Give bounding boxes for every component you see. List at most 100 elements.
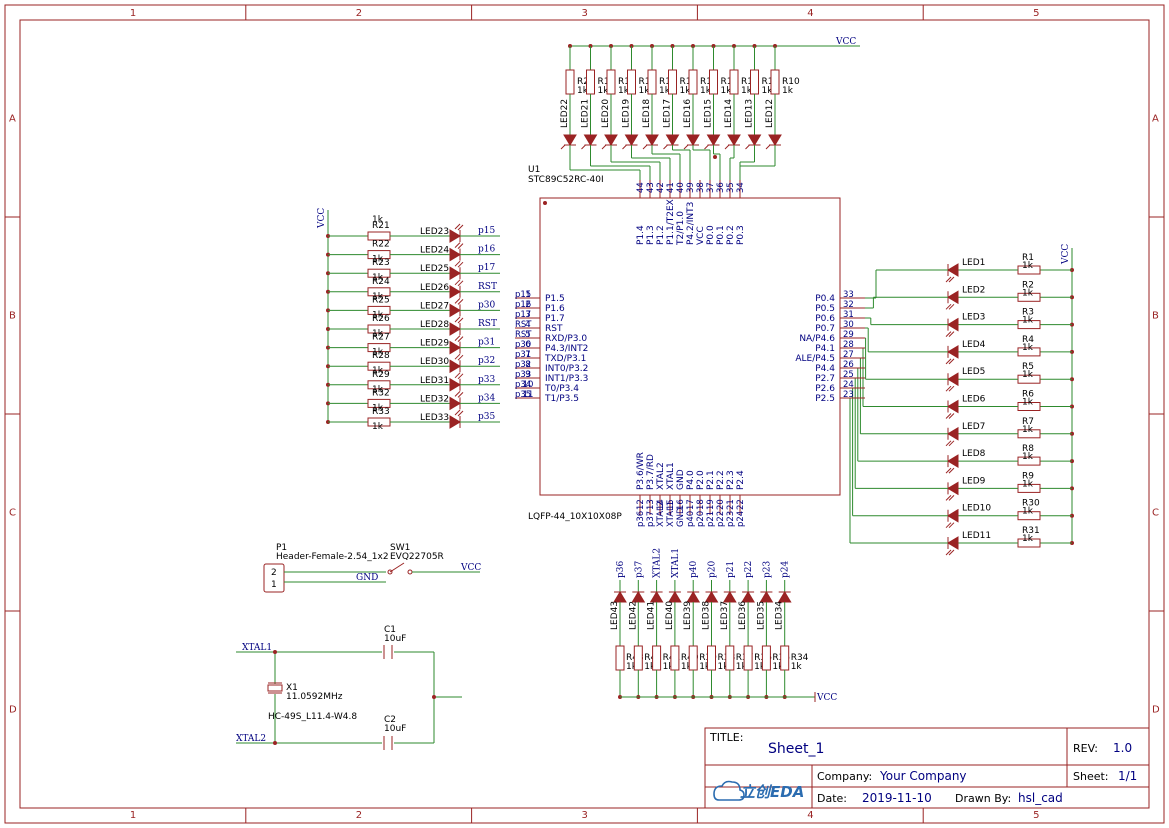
led-led29[interactable] (449, 335, 464, 355)
led-led38[interactable] (704, 591, 719, 603)
led-led24[interactable] (449, 242, 464, 262)
resistor-r43[interactable] (615, 645, 625, 671)
led-led1[interactable] (945, 263, 959, 283)
pin-name: P3.6/WR (636, 452, 646, 490)
pin-net: p37 (646, 511, 656, 527)
gnd-net-label: GND (356, 573, 378, 583)
resistor-r39[interactable] (688, 645, 698, 671)
resistor-ref: R30 (1022, 499, 1040, 509)
resistor-ref: R34 (791, 653, 809, 663)
led-led22[interactable] (560, 134, 577, 150)
led-led10[interactable] (945, 508, 959, 529)
led-led9[interactable] (945, 481, 959, 501)
resistor-r42[interactable] (633, 645, 643, 671)
pin-name: INT1/P3.3 (545, 374, 588, 384)
resistor-r15[interactable] (668, 69, 677, 95)
crystal-circuit[interactable]: XTAL1 XTAL2 C1 10uF C2 10uF X1 11.0592MH… (236, 625, 462, 750)
resistor-r36[interactable] (743, 645, 753, 671)
led-led21[interactable] (581, 134, 598, 150)
pin-number: 42 (656, 182, 666, 193)
led-led35[interactable] (759, 591, 774, 603)
led-led42[interactable] (631, 591, 646, 603)
led-ref: LED4 (962, 340, 986, 350)
led-led43[interactable] (613, 591, 627, 603)
led-led27[interactable] (449, 298, 464, 318)
resistor-r40[interactable] (670, 645, 680, 671)
led-ref: LED19 (622, 99, 632, 128)
led-led19[interactable] (622, 134, 639, 150)
resistor-r17[interactable] (627, 69, 636, 95)
resistor-r16[interactable] (647, 69, 657, 95)
led-led14[interactable] (724, 134, 741, 150)
resistor-ref: R23 (372, 258, 390, 268)
led-led30[interactable] (449, 353, 464, 374)
resistor-ref: R12 (741, 77, 759, 87)
pin-name: P0.7 (815, 324, 835, 334)
net-label: XTAL1 (671, 548, 681, 578)
x1-ref: X1 (286, 683, 298, 693)
led-led8[interactable] (945, 454, 959, 474)
led-led15[interactable] (704, 134, 721, 150)
resistor-ref: R33 (372, 407, 390, 417)
net-label: p34 (478, 393, 495, 403)
led-led16[interactable] (683, 134, 700, 150)
resistor-r11[interactable] (750, 69, 759, 95)
resistor-r38[interactable] (707, 645, 716, 671)
pin-net: p16 (515, 300, 531, 310)
net-label: p31 (478, 338, 495, 348)
switch-sw1[interactable]: SW1 EVQ22705R VCC (387, 543, 481, 575)
resistor-value: 1k (718, 662, 730, 672)
led-led7[interactable] (945, 426, 959, 447)
led-led39[interactable] (686, 591, 701, 603)
led-led33[interactable] (449, 409, 464, 429)
resistor-r20[interactable] (565, 69, 575, 95)
led-led37[interactable] (722, 591, 737, 603)
led-led17[interactable] (663, 134, 680, 150)
led-led6[interactable] (945, 399, 959, 419)
resistor-r14[interactable] (688, 69, 698, 95)
led-led2[interactable] (945, 290, 959, 310)
led-led3[interactable] (945, 317, 959, 337)
led-led4[interactable] (945, 345, 959, 365)
led-led41[interactable] (649, 591, 664, 603)
pin-net: p17 (515, 310, 531, 320)
resistor-r10[interactable] (770, 69, 780, 95)
led-led40[interactable] (668, 591, 682, 603)
pin-number: 20 (716, 499, 726, 510)
resistor-value: 1k (754, 662, 766, 672)
led-led18[interactable] (642, 134, 659, 150)
header-p1[interactable]: P1 Header-Female-2.54_1x2 2 1 GND (263, 543, 389, 593)
resistor-r41[interactable] (652, 645, 662, 671)
led-led11[interactable] (945, 536, 959, 556)
pin-net: GND (676, 507, 686, 527)
led-led5[interactable] (945, 372, 959, 392)
led-led34[interactable] (777, 591, 792, 603)
resistor-r37[interactable] (725, 645, 735, 671)
led-led31[interactable] (449, 372, 464, 392)
pin-net: p20 (696, 511, 706, 527)
led-led13[interactable] (745, 134, 762, 150)
led-led12[interactable] (765, 134, 782, 150)
led-led23[interactable] (449, 223, 464, 243)
c2-ref: C2 (384, 715, 396, 725)
led-led20[interactable] (601, 134, 618, 150)
led-led36[interactable] (741, 591, 755, 603)
resistor-ref: R17 (639, 77, 657, 87)
net-label: p30 (478, 300, 495, 310)
pin-name: T1/P3.5 (544, 394, 579, 404)
resistor-r13[interactable] (709, 69, 718, 95)
resistor-value: 1k (577, 86, 589, 96)
led-led32[interactable] (449, 391, 464, 411)
resistor-value: 1k (372, 292, 384, 302)
led-led25[interactable] (449, 260, 464, 281)
resistor-r12[interactable] (729, 69, 739, 95)
led-led28[interactable] (449, 316, 464, 336)
c2-value: 10uF (384, 724, 406, 734)
resistor-r34[interactable] (780, 645, 790, 671)
resistor-r19[interactable] (586, 69, 595, 95)
resistor-r18[interactable] (606, 69, 616, 95)
resistor-r35[interactable] (761, 645, 771, 671)
led-led26[interactable] (449, 279, 464, 299)
resistor-value: 1k (1022, 343, 1034, 353)
